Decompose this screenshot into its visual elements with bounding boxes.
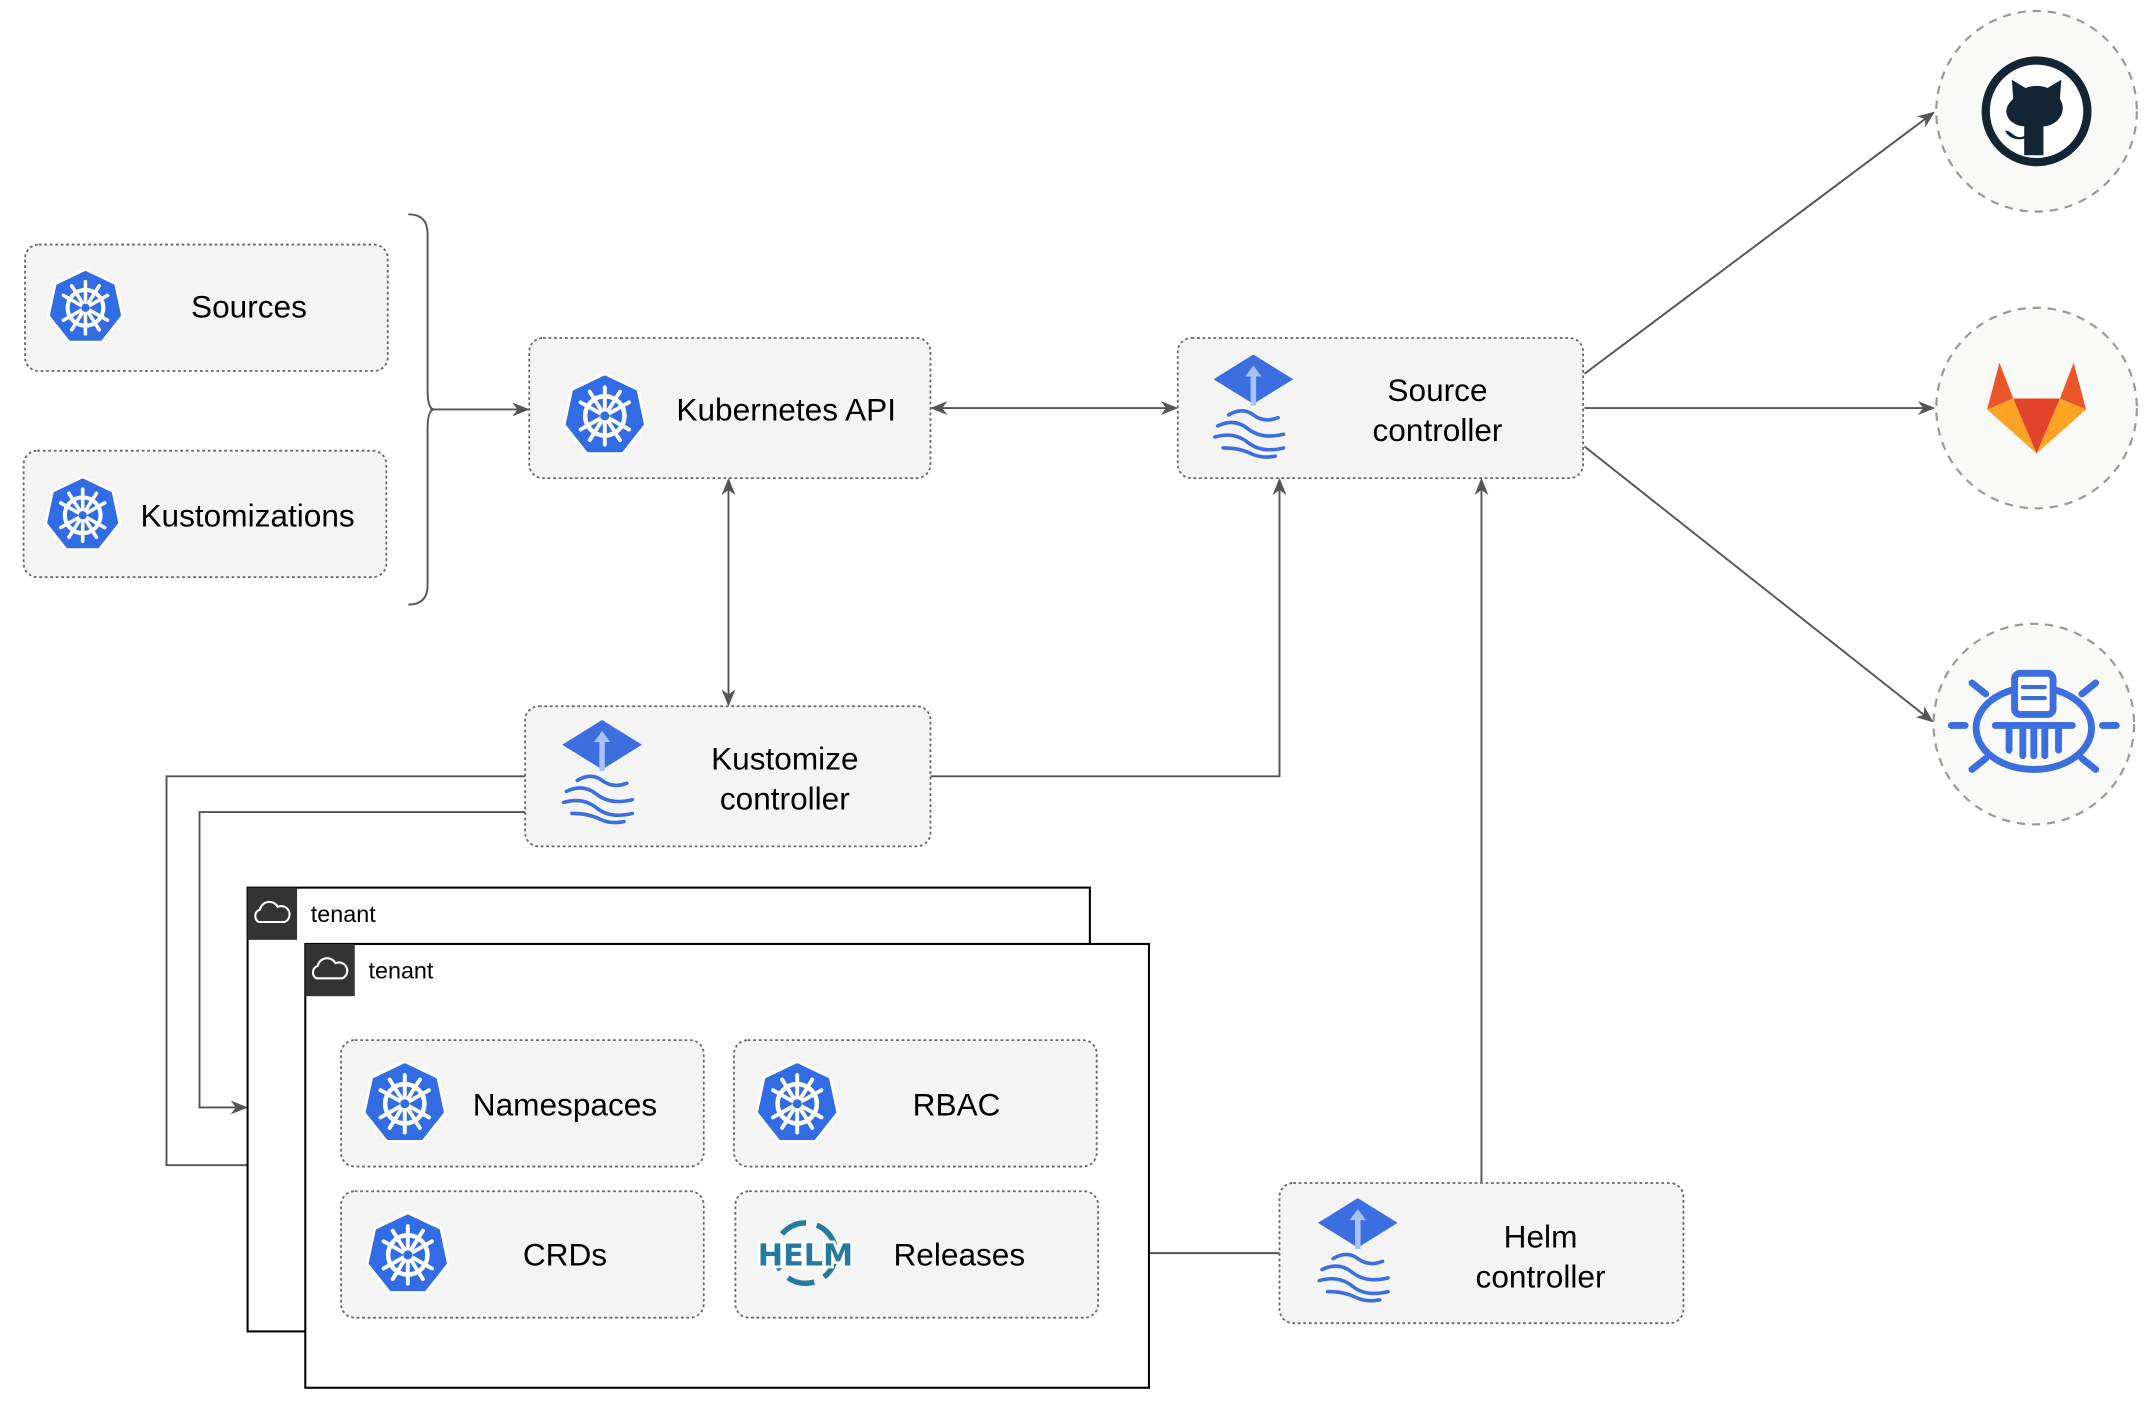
kubernetes-icon	[756, 1061, 838, 1141]
kustomizations-node[interactable]: Kustomizations	[22, 449, 388, 578]
tenant-label: tenant	[369, 957, 434, 983]
edge-source-to-bucket	[1583, 445, 1934, 723]
kubernetes-api-label: Kubernetes API	[676, 391, 896, 427]
bucket-icon	[1947, 669, 2120, 773]
kubernetes-icon	[564, 374, 646, 454]
kubernetes-icon	[364, 1061, 446, 1141]
kustomizations-label: Kustomizations	[140, 497, 354, 533]
helm-icon: HELM	[755, 1220, 856, 1287]
source-controller-line1: Source	[1387, 372, 1487, 408]
kubernetes-icon	[48, 269, 122, 342]
releases-node[interactable]: HELM Releases	[734, 1190, 1099, 1319]
kubernetes-icon	[367, 1213, 449, 1293]
kubernetes-icon	[46, 477, 120, 550]
cloud-icon	[304, 942, 356, 998]
releases-label: Releases	[893, 1236, 1025, 1272]
sources-label: Sources	[191, 288, 307, 324]
tenant-label: tenant	[311, 901, 376, 927]
helm-controller-line2: controller	[1476, 1258, 1606, 1294]
crds-node[interactable]: CRDs	[340, 1190, 705, 1319]
cloud-icon	[246, 886, 299, 941]
gitlab-node[interactable]	[1935, 306, 2138, 510]
edge-source-to-github	[1583, 111, 1935, 375]
namespaces-node[interactable]: Namespaces	[340, 1039, 705, 1168]
kubernetes-api-node[interactable]: Kubernetes API	[528, 337, 932, 480]
gitlab-icon	[1987, 362, 2087, 454]
edge-kustomize-to-tenant-back	[198, 811, 526, 1115]
source-controller-node[interactable]: Source controller	[1176, 337, 1585, 480]
kustomize-controller-line2: controller	[720, 780, 850, 816]
sources-node[interactable]: Sources	[24, 243, 389, 372]
rbac-label: RBAC	[913, 1087, 1001, 1123]
crds-label: CRDs	[523, 1236, 607, 1272]
edges	[165, 111, 1936, 1261]
namespaces-label: Namespaces	[473, 1087, 657, 1123]
kustomize-controller-node[interactable]: Kustomize controller	[524, 705, 932, 848]
tenant-front[interactable]: tenant Namespaces RBAC CRDs HELM Release…	[304, 942, 1150, 1389]
edge-kustomize-to-source	[930, 477, 1287, 778]
kustomize-controller-line1: Kustomize	[711, 740, 858, 776]
github-icon	[1981, 56, 2092, 167]
helm-controller-line1: Helm	[1504, 1219, 1578, 1255]
svg-text:HELM: HELM	[758, 1238, 853, 1273]
helm-controller-node[interactable]: Helm controller	[1278, 1182, 1685, 1325]
github-node[interactable]	[1935, 9, 2138, 213]
source-controller-line2: controller	[1373, 412, 1503, 448]
edge-kustomize-to-tenant-front	[165, 775, 526, 1173]
rbac-node[interactable]: RBAC	[733, 1039, 1098, 1168]
bucket-node[interactable]	[1932, 622, 2136, 826]
